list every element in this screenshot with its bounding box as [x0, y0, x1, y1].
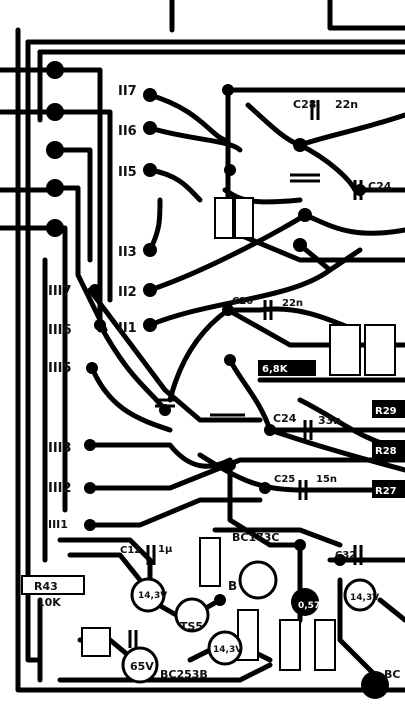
connector-pad [46, 141, 64, 159]
resistor-r33 [314, 619, 336, 671]
label-c20: C20 [232, 296, 253, 307]
label-c24-top: C24 [368, 180, 392, 193]
resistor-r38 [364, 324, 396, 376]
label-r43: R43 [34, 580, 58, 593]
silkscreen-labels: II7 II6 II5 II3 II2 II1 III7 III6 III5 I… [34, 84, 400, 681]
resistor-r43 [21, 575, 85, 595]
components [21, 100, 405, 699]
label-iii7: III7 [48, 284, 72, 299]
transistor-ts6 [238, 560, 278, 600]
transistor-pad [361, 671, 389, 699]
label-iii6: III6 [48, 323, 72, 338]
label-c32: C32 [335, 550, 356, 561]
label-iii5: III5 [48, 361, 72, 376]
label-ii7: II7 [118, 84, 137, 99]
label-bc253b: BC253B [160, 668, 208, 681]
label-c25-value: 15n [316, 474, 337, 485]
transistor-pad [291, 588, 319, 616]
resistor-r27 [372, 480, 405, 498]
label-iii2: III2 [48, 481, 72, 496]
transistor-pad [343, 578, 377, 612]
connector-pad [46, 103, 64, 121]
solder-pads [46, 61, 366, 606]
resistor-r39 [237, 609, 259, 661]
label-143v-b: 14,3V [213, 645, 242, 655]
label-ii3: II3 [118, 245, 137, 260]
label-iii3: III3 [48, 441, 72, 456]
label-c28: C28 [293, 98, 316, 111]
label-ii2: II2 [118, 285, 137, 300]
resistor-r28 [372, 440, 405, 458]
label-b: B [228, 579, 237, 593]
label-r28: R28 [375, 446, 397, 457]
label-c20-value: 22n [282, 298, 303, 309]
label-c25: C25 [274, 474, 295, 485]
label-r30-value: 6,8K [262, 364, 289, 375]
label-iii1: III1 [48, 518, 68, 531]
resistor-r40 [329, 324, 361, 376]
label-r43-value: 10K [37, 596, 61, 609]
label-bc: BC [384, 668, 400, 681]
label-c24: C24 [273, 412, 297, 425]
label-r27: R27 [375, 486, 397, 497]
label-143v-a: 14,3V [138, 591, 167, 601]
connector-pad [46, 219, 64, 237]
label-c24-value: 33n [318, 414, 341, 427]
transistor-ts5 [174, 597, 210, 633]
resistor-r29 [372, 400, 405, 418]
resistor-r31 [234, 197, 254, 239]
connector-pad [46, 61, 64, 79]
transistor-ts4 [130, 577, 166, 613]
resistor-r37 [279, 619, 301, 671]
label-143v-c: 14,3V [350, 593, 379, 603]
label-c12-value: 1µ [158, 544, 173, 555]
label-65v: 65V [130, 660, 154, 673]
label-r29: R29 [375, 406, 397, 417]
label-c12: C12 [120, 545, 141, 556]
resistor-r30 [258, 360, 316, 376]
resistor-r32 [214, 197, 234, 239]
transistor-pad [207, 630, 243, 666]
resistor-r41 [199, 537, 221, 587]
label-bc173c: BC173C [232, 531, 280, 544]
label-057: 0,57 [298, 601, 320, 611]
voltage-node-65v [121, 646, 159, 684]
label-ii1: II1 [118, 321, 137, 336]
label-ts5: TS5 [180, 620, 203, 633]
label-c28-value: 22n [335, 98, 358, 111]
connector-pad [46, 179, 64, 197]
label-ii5: II5 [118, 165, 137, 180]
label-ii6: II6 [118, 124, 137, 139]
